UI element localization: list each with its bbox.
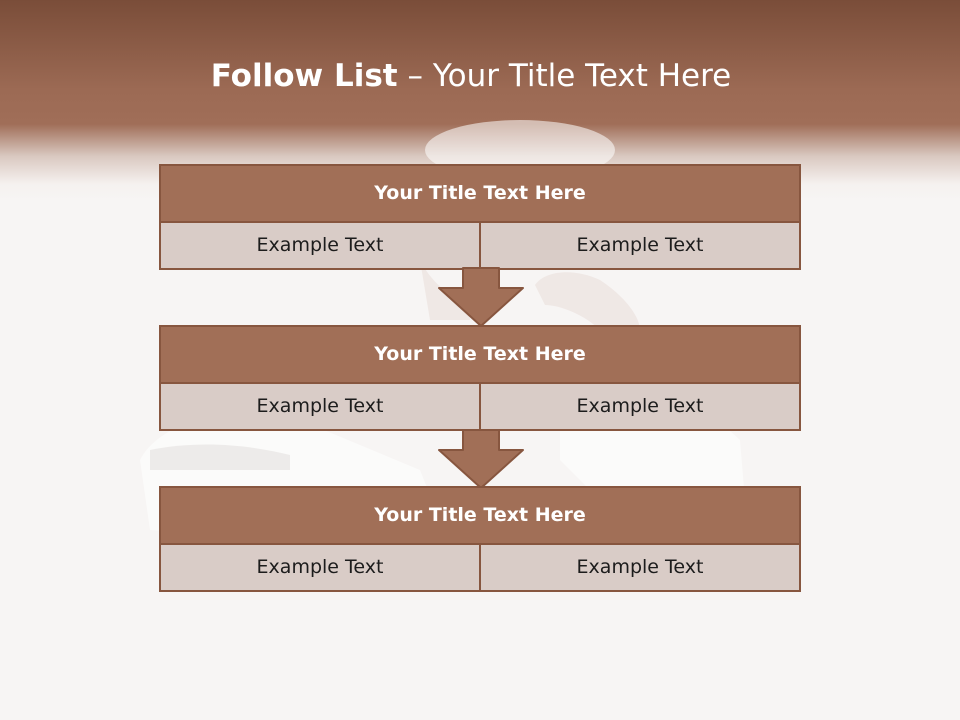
list-box-right-cell: Example Text [481, 384, 799, 429]
list-box-title: Your Title Text Here [161, 166, 799, 221]
slide-title-strong: Follow List [210, 58, 398, 94]
list-box-1: Your Title Text Here Example Text Exampl… [159, 164, 801, 270]
down-arrow-icon [438, 267, 524, 327]
list-box-left-cell: Example Text [161, 384, 479, 429]
list-box-title: Your Title Text Here [161, 327, 799, 382]
list-box-left-cell: Example Text [161, 223, 479, 268]
list-box-2: Your Title Text Here Example Text Exampl… [159, 325, 801, 431]
down-arrow-icon [438, 429, 524, 489]
list-box-right-cell: Example Text [481, 545, 799, 590]
slide-title: Follow List – Your Title Text Here [0, 56, 942, 96]
list-box-3: Your Title Text Here Example Text Exampl… [159, 486, 801, 592]
list-box-title: Your Title Text Here [161, 488, 799, 543]
list-box-right-cell: Example Text [481, 223, 799, 268]
list-box-left-cell: Example Text [161, 545, 479, 590]
slide-title-rest: – Your Title Text Here [397, 58, 732, 94]
